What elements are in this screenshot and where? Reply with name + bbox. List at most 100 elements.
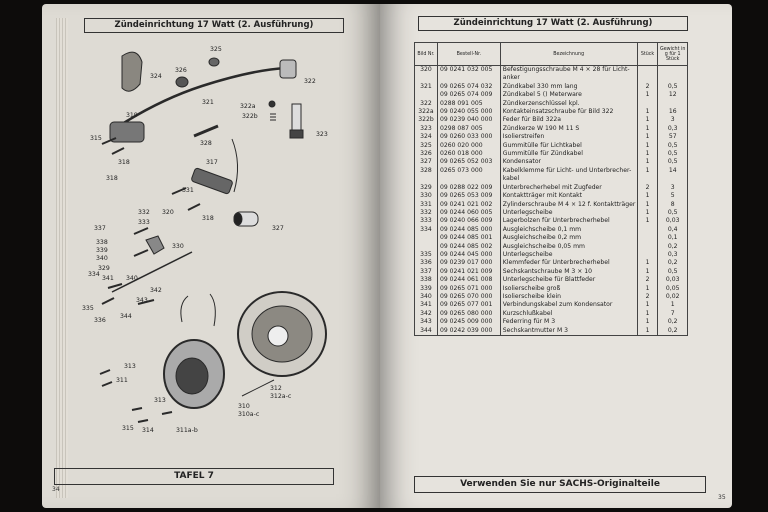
right-page-title: Zündeinrichtung 17 Watt (2. Ausführung) — [418, 16, 688, 31]
row-gewicht: 0,3 — [657, 124, 688, 134]
row-stueck: 1 — [636, 141, 659, 151]
row-bezeichnung: Verbindungskabel zum Kondensator — [499, 301, 638, 310]
callout: 315 — [90, 135, 102, 142]
row-bild-nr — [414, 175, 438, 184]
row-stueck: 2 — [636, 292, 659, 302]
row-bezeichnung: Kondensator — [499, 158, 638, 167]
row-bezeichnung: Unterlegscheibe für Blattfeder — [499, 276, 638, 285]
callout: 326 — [175, 67, 187, 74]
callout: 311a-b — [176, 427, 198, 434]
row-stueck — [636, 65, 659, 75]
callout: 319 — [126, 112, 138, 119]
row-bezeichnung: Zündkabel 5 () Meterware — [499, 91, 638, 100]
row-stueck: 1 — [636, 166, 659, 176]
row-stueck: 1 — [636, 318, 659, 327]
part-322b-drawing — [270, 113, 276, 121]
row-bezeichnung: Isolierscheibe groß — [499, 284, 638, 293]
row-bestell-nr: 09 0239 040 000 — [436, 116, 501, 125]
row-stueck — [636, 74, 659, 83]
page-edge-stack — [56, 18, 68, 498]
leader-310 — [241, 379, 275, 397]
row-gewicht: 5 — [657, 192, 688, 201]
row-bild-nr: 341 — [414, 301, 438, 310]
row-gewicht: 3 — [657, 183, 688, 193]
table-row: anker — [414, 74, 688, 83]
row-bestell-nr: 09 0241 032 005 — [436, 65, 501, 75]
parts-list-table: Bild Nr. Bestell-Nr. Bezeichnung Stück G… — [414, 42, 688, 336]
row-bild-nr: 332 — [414, 208, 438, 218]
row-stueck: 1 — [636, 259, 659, 268]
row-bezeichnung: Sechskantmutter M 3 — [499, 326, 638, 336]
row-bestell-nr: 09 0265 077 001 — [436, 301, 501, 310]
row-bild-nr — [414, 91, 438, 100]
part-317-wire — [231, 138, 238, 193]
row-stueck — [636, 250, 659, 260]
row-stueck: 2 — [636, 183, 659, 193]
right-page-number: 35 — [718, 494, 726, 501]
row-gewicht: 0,2 — [657, 318, 688, 327]
row-gewicht — [657, 175, 688, 184]
row-bild-nr: 322 — [414, 99, 438, 109]
row-gewicht — [657, 65, 688, 75]
row-bild-nr — [414, 74, 438, 83]
row-bild-nr: 326 — [414, 150, 438, 159]
callout: 311 — [116, 377, 128, 384]
row-bezeichnung: anker — [499, 74, 638, 83]
part-342-drawing — [111, 251, 193, 293]
row-bestell-nr: 09 0240 066 009 — [436, 217, 501, 226]
callout: 320 — [162, 209, 174, 216]
row-bezeichnung: Ausgleichscheibe 0,2 mm — [499, 234, 638, 243]
callout: 317 — [206, 159, 218, 166]
row-gewicht: 0,2 — [657, 259, 688, 268]
row-stueck: 1 — [636, 124, 659, 134]
row-stueck: 1 — [636, 217, 659, 226]
callout: 318 — [118, 159, 130, 166]
callout: 313 — [154, 397, 166, 404]
callout: 337 — [94, 225, 106, 232]
callout: 339 — [96, 247, 108, 254]
row-bezeichnung: Zylinderschraube M 4 × 12 f. Kontaktträg… — [499, 200, 638, 209]
row-bild-nr: 336 — [414, 259, 438, 268]
row-bild-nr: 327 — [414, 158, 438, 167]
row-stueck: 1 — [636, 192, 659, 201]
row-bezeichnung: Klemmfeder für Unterbrecherhebel — [499, 259, 638, 268]
row-bestell-nr: 09 0241 021 002 — [436, 200, 501, 209]
row-bild-nr: 340 — [414, 292, 438, 302]
row-gewicht: 12 — [657, 91, 688, 100]
row-bild-nr: 322b — [414, 116, 438, 125]
row-gewicht: 0,5 — [657, 158, 688, 167]
row-bezeichnung: Zündkerze W 190 M 11 S — [499, 124, 638, 134]
header-gewicht: Gewicht in g für 1 Stück — [657, 42, 688, 66]
part-317-drawing — [191, 167, 233, 195]
left-page-footer: TAFEL 7 — [54, 468, 334, 485]
row-bild-nr: 339 — [414, 284, 438, 293]
callout: 342 — [150, 287, 162, 294]
callout: 322 — [304, 78, 316, 85]
part-328-drawing — [193, 124, 219, 138]
row-bestell-nr: 0265 073 000 — [436, 166, 501, 176]
row-gewicht: 8 — [657, 200, 688, 209]
row-gewicht: 3 — [657, 116, 688, 125]
row-bezeichnung: Unterbrecherhebel mit Zugfeder — [499, 183, 638, 193]
callout: 324 — [150, 73, 162, 80]
table-header-row: Bild Nr. Bestell-Nr. Bezeichnung Stück G… — [414, 42, 688, 66]
row-bestell-nr: 09 0240 055 000 — [436, 108, 501, 117]
callout: 334 — [88, 271, 100, 278]
row-gewicht: 16 — [657, 108, 688, 117]
callout: 343 — [136, 297, 148, 304]
part-322-drawing — [279, 59, 297, 79]
row-bestell-nr: 0288 091 005 — [436, 99, 501, 109]
row-stueck — [636, 242, 659, 251]
row-bestell-nr: 09 0265 052 003 — [436, 158, 501, 167]
